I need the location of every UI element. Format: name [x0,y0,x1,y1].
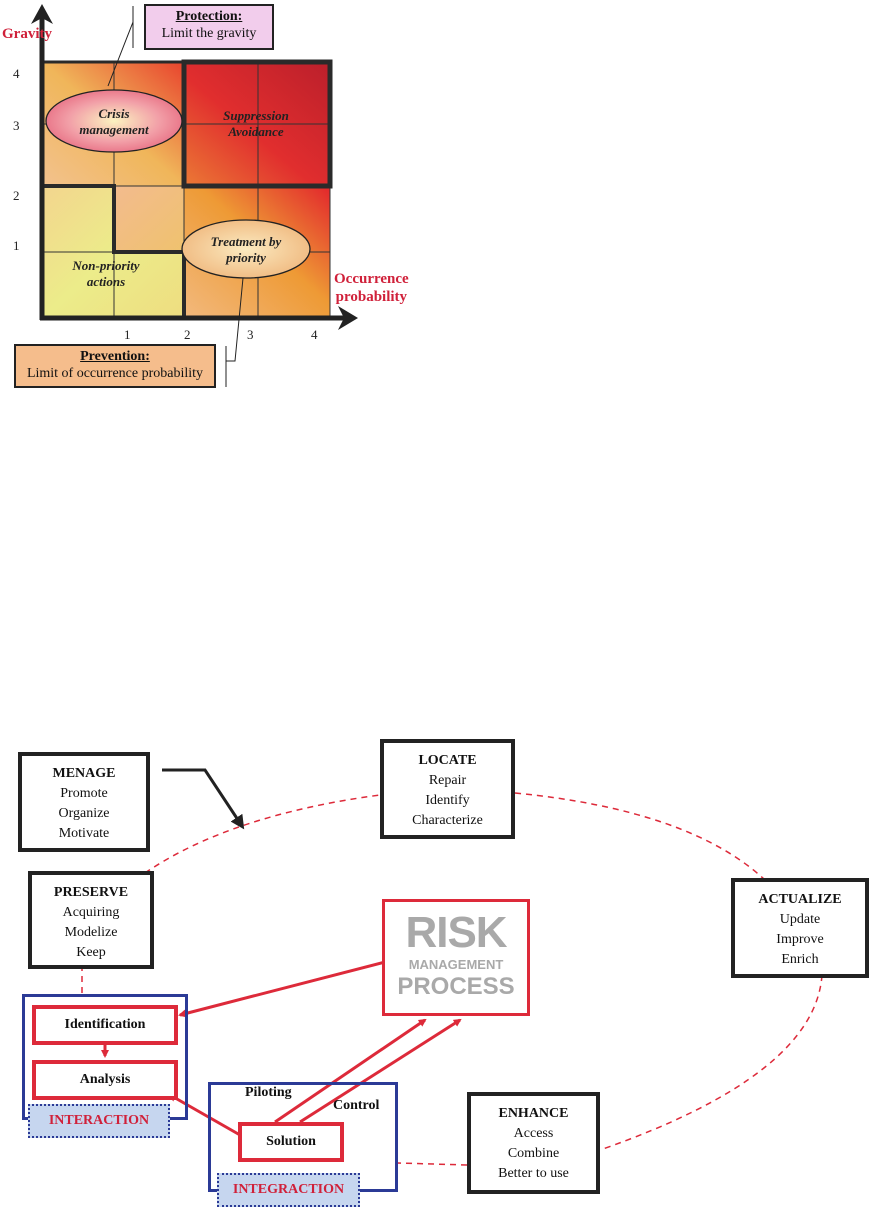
menage-item: Promote [60,786,108,801]
risk-management-process-box: RISK MANAGEMENT PROCESS [382,899,530,1016]
enhance-item: Better to use [498,1166,569,1181]
prevention-text: Limit of occurrence probability [26,366,204,381]
prevention-leader [226,277,244,362]
protection-callout: Protection: Limit the gravity [144,4,274,50]
suppression-avoidance-label: Suppression Avoidance [196,108,316,140]
prevention-callout: Prevention: Limit of occurrence probabil… [14,344,216,388]
actualize-item: Update [779,912,821,927]
y-axis-arrow-icon [31,4,53,24]
treatment-line1: Treatment by [210,234,282,249]
piloting-label: Piloting [245,1085,292,1100]
x-axis-label-line2: probability [335,289,408,305]
risk-word: RISK [405,908,507,957]
x-tick-4: 4 [311,327,318,342]
locate-item: Repair [428,773,467,788]
crisis-line1: Crisis [98,106,130,121]
management-word: MANAGEMENT [408,957,504,972]
integraction-tag: INTEGRACTION [217,1173,360,1207]
actualize-item: Enrich [781,952,819,967]
enhance-title: ENHANCE [498,1106,569,1121]
menage-item: Motivate [58,826,110,841]
suppression-line1: Suppression [223,108,289,123]
actualize-item: Improve [776,932,824,947]
x-axis-label: Occurrence probability [334,270,409,306]
non-priority-actions-label: Non-priority actions [50,258,162,290]
risk-to-identification-arrow [178,960,386,1018]
treatment-line2: priority [226,250,266,265]
y-axis-label: Gravity [2,26,52,42]
locate-box: LOCATE Repair Identify Characterize [380,739,515,839]
locate-title: LOCATE [418,753,477,768]
x-axis-arrow-icon [338,306,358,330]
nonpriority-line1: Non-priority [72,258,140,273]
crisis-line2: management [79,122,149,137]
menage-item: Organize [58,806,110,821]
locate-item: Identify [425,793,470,808]
treatment-by-priority-label: Treatment by priority [190,234,302,266]
y-tick-3: 3 [13,118,20,133]
menage-box: MENAGE Promote Organize Motivate [18,752,150,852]
x-tick-3: 3 [247,327,254,342]
suppression-zone-border [181,59,333,189]
crisis-management-label: Crisis management [56,106,172,138]
suppression-line2: Avoidance [228,124,284,139]
x-tick-1: 1 [124,327,131,342]
protection-text: Limit the gravity [161,26,257,41]
analysis-box: Analysis [32,1060,178,1100]
crisis-management-ellipse [45,89,183,153]
actualize-box: ACTUALIZE Update Improve Enrich [731,878,869,978]
preserve-item: Modelize [64,925,118,940]
solution-box: Solution [238,1122,344,1162]
prevention-title: Prevention: [80,349,150,364]
x-tick-2: 2 [184,327,191,342]
y-tick-1: 1 [13,238,20,253]
interaction-tag: INTERACTION [28,1104,170,1138]
menage-title: MENAGE [52,766,116,781]
enhance-item: Access [513,1126,554,1141]
nonpriority-zone-border [42,184,186,318]
enhance-item: Combine [507,1146,560,1161]
locate-item: Characterize [412,813,483,828]
control-label: Control [333,1098,380,1113]
x-axis-label-line1: Occurrence [334,271,409,287]
process-word: PROCESS [397,973,515,1000]
menage-arrow [162,768,245,830]
nonpriority-line2: actions [86,274,126,289]
cell-lower-mid [114,186,184,252]
actualize-title: ACTUALIZE [758,892,842,907]
y-tick-2: 2 [13,188,20,203]
protection-title: Protection: [175,9,243,24]
preserve-title: PRESERVE [53,885,129,900]
risk-matrix-graphics [31,4,358,387]
preserve-item: Acquiring [62,905,120,920]
treatment-ellipse [181,219,311,279]
preserve-item: Keep [76,945,106,960]
preserve-box: PRESERVE Acquiring Modelize Keep [28,871,154,969]
identification-box: Identification [32,1005,178,1045]
y-tick-4: 4 [13,66,20,81]
enhance-box: ENHANCE Access Combine Better to use [467,1092,600,1194]
